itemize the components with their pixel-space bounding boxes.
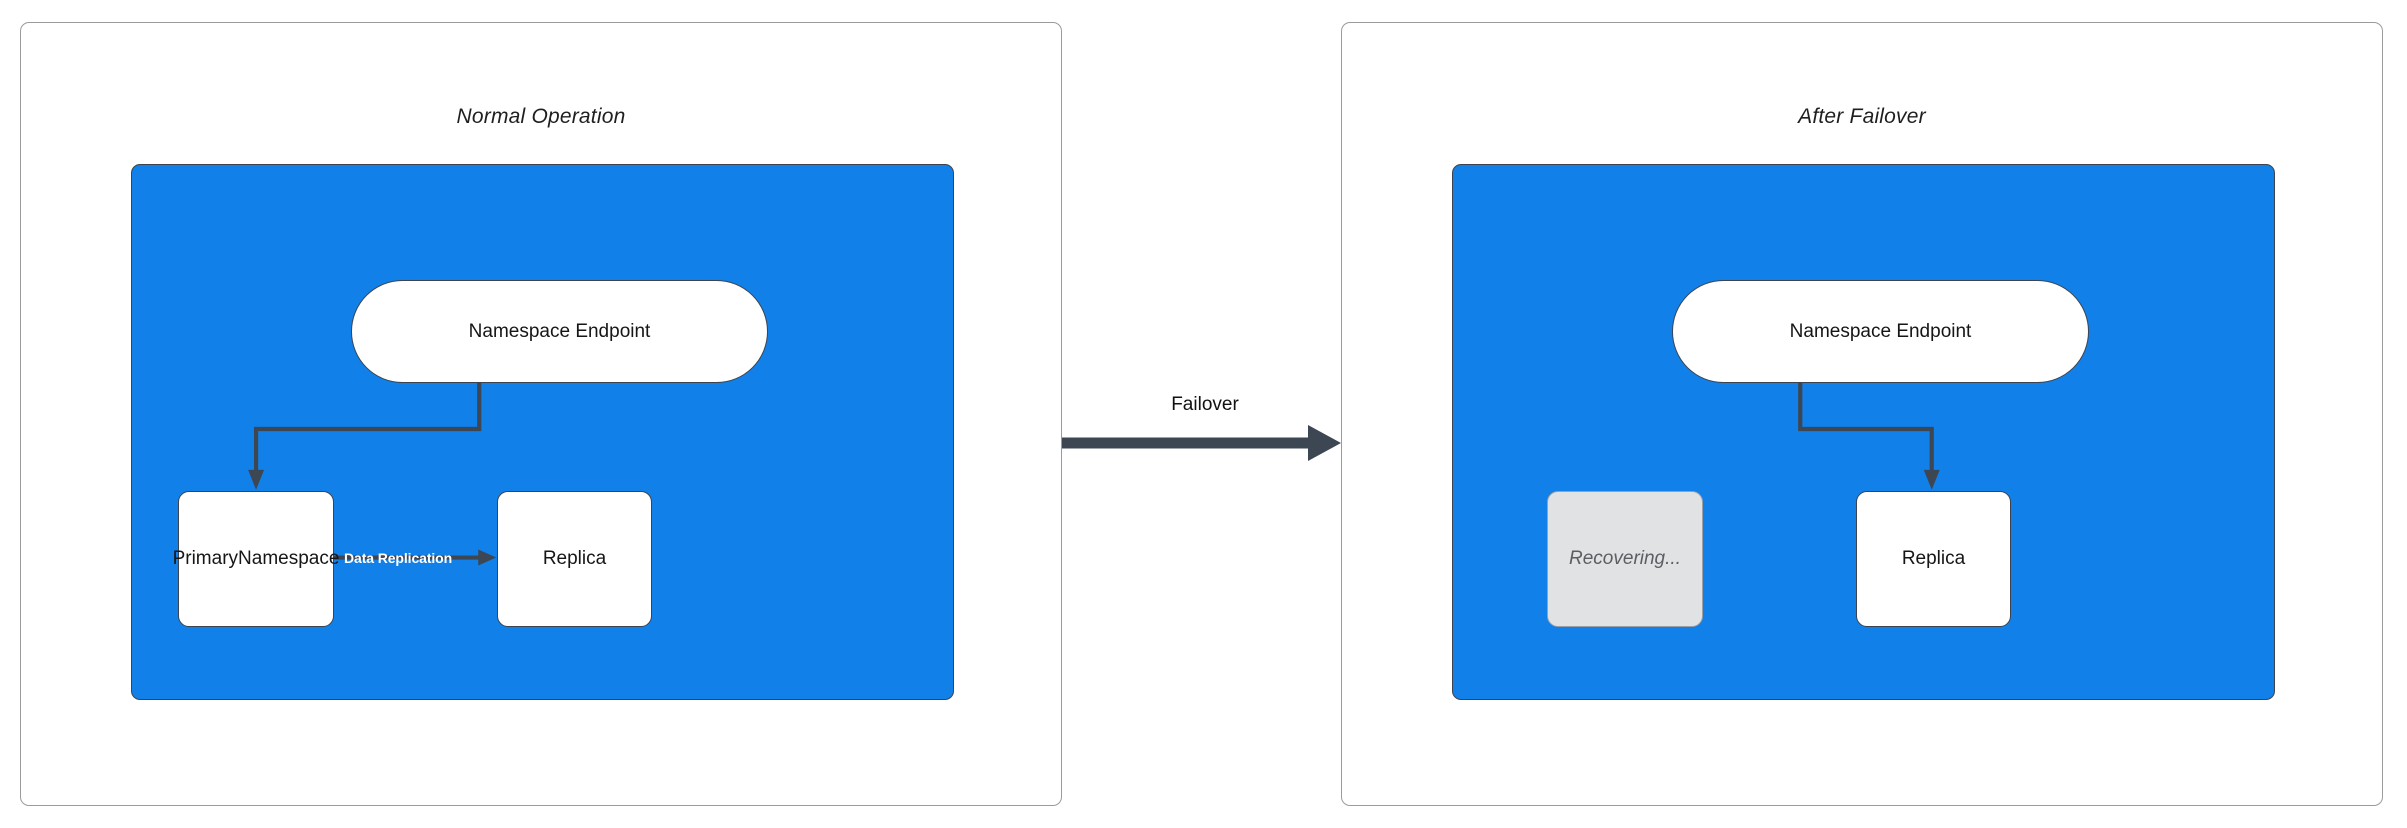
zone-normal-operation: Namespace Endpoint Primary Namespace Rep…: [131, 164, 954, 700]
failover-label: Failover: [1171, 394, 1239, 415]
failover-arrow-icon: [1062, 425, 1341, 461]
panel-normal-operation: Normal Operation Namespace Endpoint Prim…: [20, 22, 1062, 806]
node-primary-namespace-line1: Primary: [172, 548, 239, 570]
node-replica-right[interactable]: Replica: [1856, 491, 2011, 627]
node-recovering[interactable]: Recovering...: [1547, 491, 1703, 627]
node-primary-namespace-line2: Namespace: [238, 548, 340, 570]
panel-title-normal-operation: Normal Operation: [456, 105, 626, 128]
node-primary-namespace[interactable]: Primary Namespace: [173, 491, 339, 627]
edge-label-data-replication: Data Replication: [344, 550, 453, 566]
edge-endpoint-to-primary: [248, 381, 482, 490]
panel-title-after-failover: After Failover: [1798, 105, 1926, 128]
node-replica-left[interactable]: Replica: [497, 491, 652, 627]
edge-endpoint-to-replica: [1798, 381, 1940, 490]
node-namespace-endpoint-right[interactable]: Namespace Endpoint: [1672, 280, 2089, 383]
node-namespace-endpoint-left[interactable]: Namespace Endpoint: [351, 280, 768, 383]
failover-transition: Failover: [1040, 380, 1370, 490]
panel-after-failover: After Failover Namespace Endpoint Recove…: [1341, 22, 2383, 806]
zone-after-failover: Namespace Endpoint Recovering... Replica: [1452, 164, 2275, 700]
